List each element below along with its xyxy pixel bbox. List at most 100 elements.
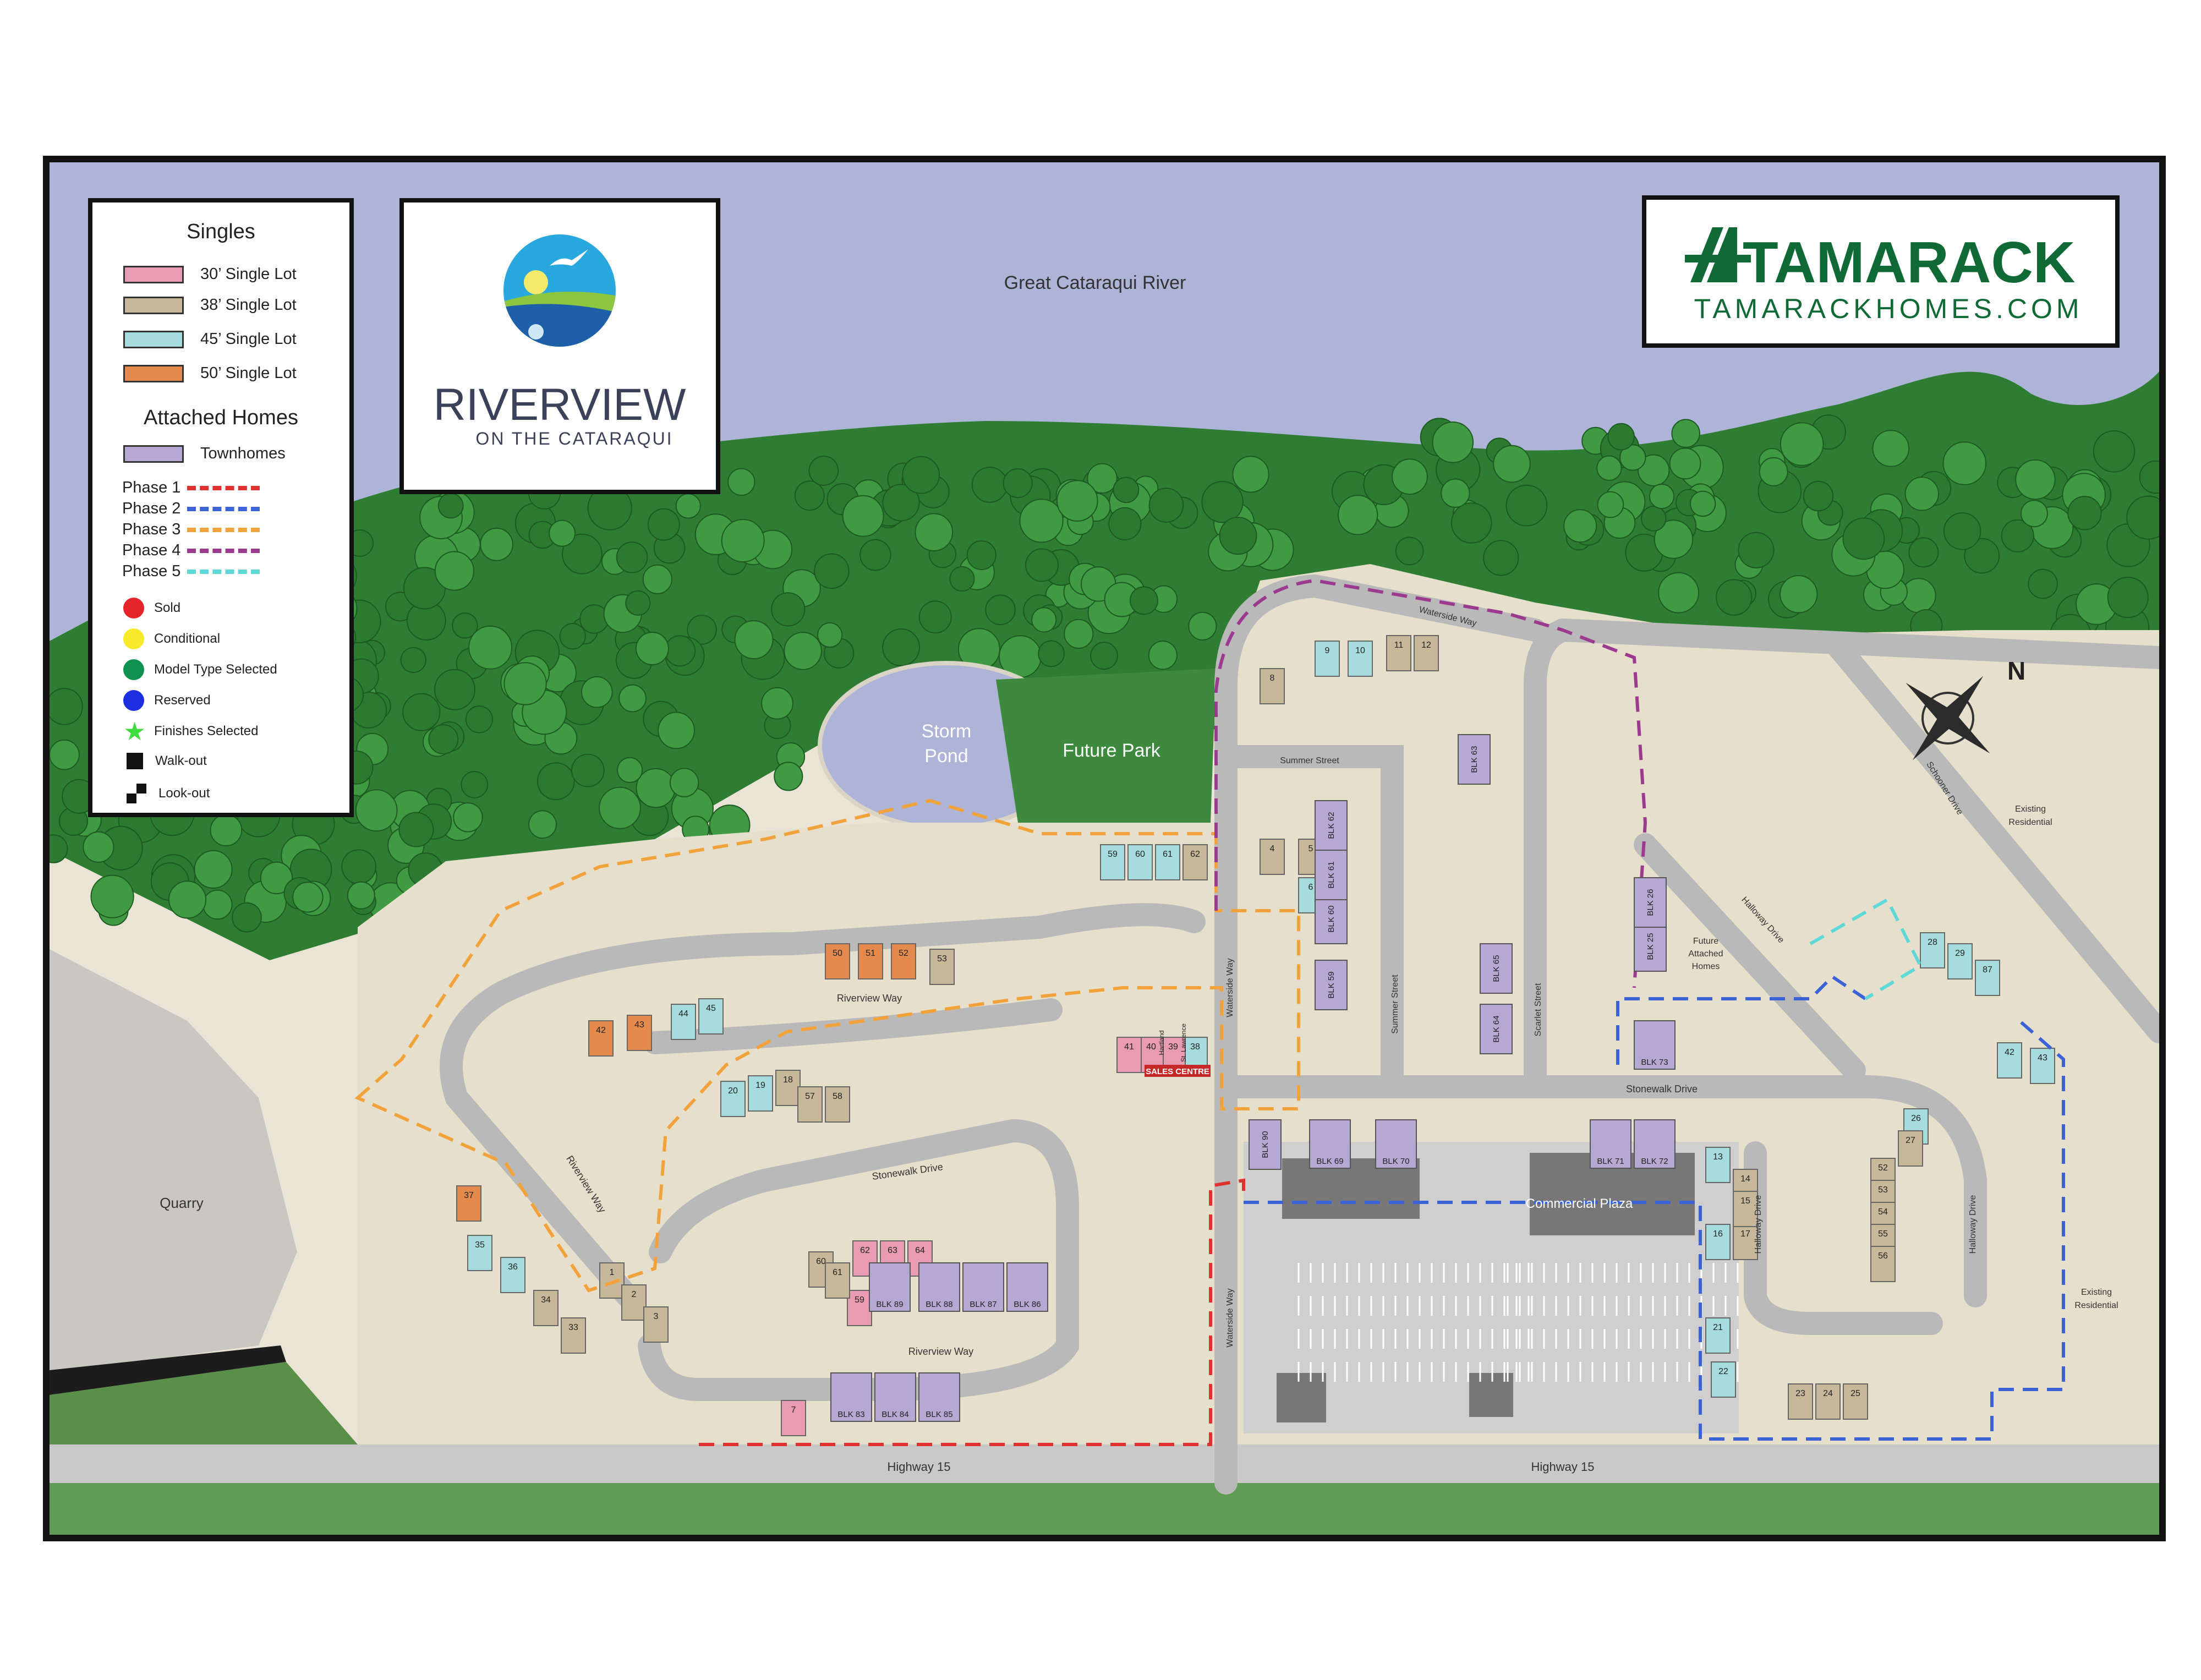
lot[interactable]: 22 [1711, 1361, 1736, 1398]
phase-1-boundary [699, 1178, 1245, 1446]
townhome-block[interactable] [1634, 921, 1667, 972]
legend-townhomes: Townhomes [123, 445, 286, 463]
townhome-block[interactable] [1590, 1119, 1631, 1169]
tree [1505, 484, 1548, 527]
lot[interactable]: 16 [1705, 1224, 1731, 1260]
lot-number: 53 [1878, 1185, 1888, 1195]
townhome-block[interactable] [869, 1262, 911, 1312]
lot[interactable]: 42 [1997, 1042, 2022, 1079]
lot[interactable]: 3 [643, 1306, 669, 1343]
lot[interactable]: 24 [1815, 1383, 1841, 1420]
lot[interactable]: 50 [825, 943, 850, 979]
lot[interactable]: 8 [1260, 668, 1285, 704]
lot[interactable]: 62 [1182, 844, 1208, 880]
townhome-block[interactable] [1480, 943, 1513, 994]
lot[interactable]: 18 [775, 1070, 801, 1106]
lot[interactable]: 23 [1788, 1383, 1813, 1420]
phase-1-dash [187, 485, 260, 490]
lot[interactable]: 53 [929, 949, 955, 985]
lot[interactable]: 45 [698, 998, 724, 1035]
tree [794, 480, 825, 511]
lot[interactable]: 12 [1414, 635, 1439, 671]
lot[interactable]: 10 [1348, 641, 1373, 677]
stonewalk-drive-east-label: Stonewalk Drive [1626, 1083, 1698, 1095]
townhome-block[interactable] [874, 1372, 916, 1422]
tree [918, 600, 952, 634]
lot[interactable]: 15 [1733, 1191, 1758, 1227]
lot[interactable]: 52 [891, 943, 916, 979]
tree [2126, 495, 2159, 540]
townhome-block[interactable] [1006, 1262, 1048, 1312]
lot[interactable]: 36 [500, 1257, 525, 1293]
lot[interactable]: 35 [467, 1235, 492, 1271]
lot[interactable]: 21 [1705, 1317, 1731, 1354]
green-circle-icon [123, 659, 144, 680]
lot-number: 17 [1740, 1229, 1750, 1239]
townhome-block[interactable] [1249, 1119, 1282, 1170]
tree [1596, 455, 1622, 481]
lot[interactable]: 60 [1127, 844, 1153, 880]
townhome-block[interactable] [1634, 1119, 1676, 1169]
lot[interactable]: 56 [1870, 1246, 1896, 1282]
lot[interactable]: 11 [1386, 635, 1411, 671]
tree [882, 628, 920, 666]
lot[interactable]: 58 [825, 1086, 850, 1123]
lot[interactable]: 87 [1975, 960, 2000, 996]
road-network [440, 574, 2159, 1495]
tree [599, 786, 641, 829]
lot[interactable]: 9 [1315, 641, 1340, 677]
townhome-block[interactable] [1315, 850, 1348, 900]
townhome-block[interactable] [1458, 734, 1491, 785]
lot[interactable]: 7 [781, 1400, 806, 1436]
compass-rose: N [1906, 656, 2025, 760]
lot[interactable]: 1 [599, 1262, 625, 1299]
lot[interactable]: 2 [621, 1284, 647, 1321]
lot[interactable]: 59 [847, 1290, 872, 1326]
lot[interactable]: 61 [825, 1262, 850, 1299]
townhome-block[interactable] [1315, 800, 1348, 851]
lot[interactable]: 4 [1260, 839, 1285, 875]
lot-number: 11 [1394, 641, 1404, 650]
legend-finishes: ★Finishes Selected [123, 719, 258, 744]
lot[interactable]: 51 [858, 943, 883, 979]
lot[interactable]: 27 [1898, 1130, 1923, 1167]
lot[interactable]: 59 [1100, 844, 1125, 880]
lot[interactable]: 44 [671, 1004, 696, 1040]
lot[interactable]: 13 [1705, 1147, 1731, 1183]
townhome-block[interactable] [1634, 877, 1667, 928]
tree [468, 625, 513, 670]
lot[interactable]: 25 [1843, 1383, 1868, 1420]
legend-30-single: 30’ Single Lot [123, 265, 297, 283]
townhome-block[interactable] [962, 1262, 1004, 1312]
lot[interactable]: 19 [748, 1075, 773, 1112]
lot[interactable]: 20 [720, 1081, 746, 1117]
townhome-block[interactable] [918, 1262, 960, 1312]
lot[interactable]: 41 [1116, 1037, 1142, 1073]
tree [1031, 607, 1057, 633]
lot[interactable]: 55 [1870, 1224, 1896, 1260]
lot[interactable]: 43 [2030, 1048, 2055, 1084]
lot[interactable]: 43 [627, 1015, 652, 1051]
lot-parcel [1733, 1191, 1758, 1227]
lot[interactable]: 29 [1947, 943, 1973, 979]
townhome-block[interactable] [918, 1372, 960, 1422]
lot[interactable]: 34 [533, 1290, 559, 1326]
townhome-block[interactable] [1375, 1119, 1417, 1169]
lot[interactable]: 37 [456, 1185, 481, 1222]
lot[interactable]: 33 [561, 1317, 586, 1354]
townhome-block[interactable] [1634, 1020, 1676, 1070]
townhome-block[interactable] [1480, 1004, 1513, 1054]
lot[interactable]: 57 [797, 1086, 823, 1123]
lot-number: 22 [1718, 1367, 1728, 1376]
lot-parcel [775, 1070, 801, 1106]
townhome-block[interactable] [1315, 960, 1348, 1010]
lot[interactable]: 61 [1155, 844, 1180, 880]
townhome-block[interactable] [830, 1372, 872, 1422]
quarry-edge [50, 1345, 286, 1395]
block-label: BLK 65 [1492, 955, 1501, 982]
legend-phase-1: Phase 1 [122, 479, 260, 497]
lot[interactable]: 28 [1920, 932, 1945, 968]
townhome-block[interactable] [1309, 1119, 1351, 1169]
lot[interactable]: 42 [588, 1020, 614, 1057]
